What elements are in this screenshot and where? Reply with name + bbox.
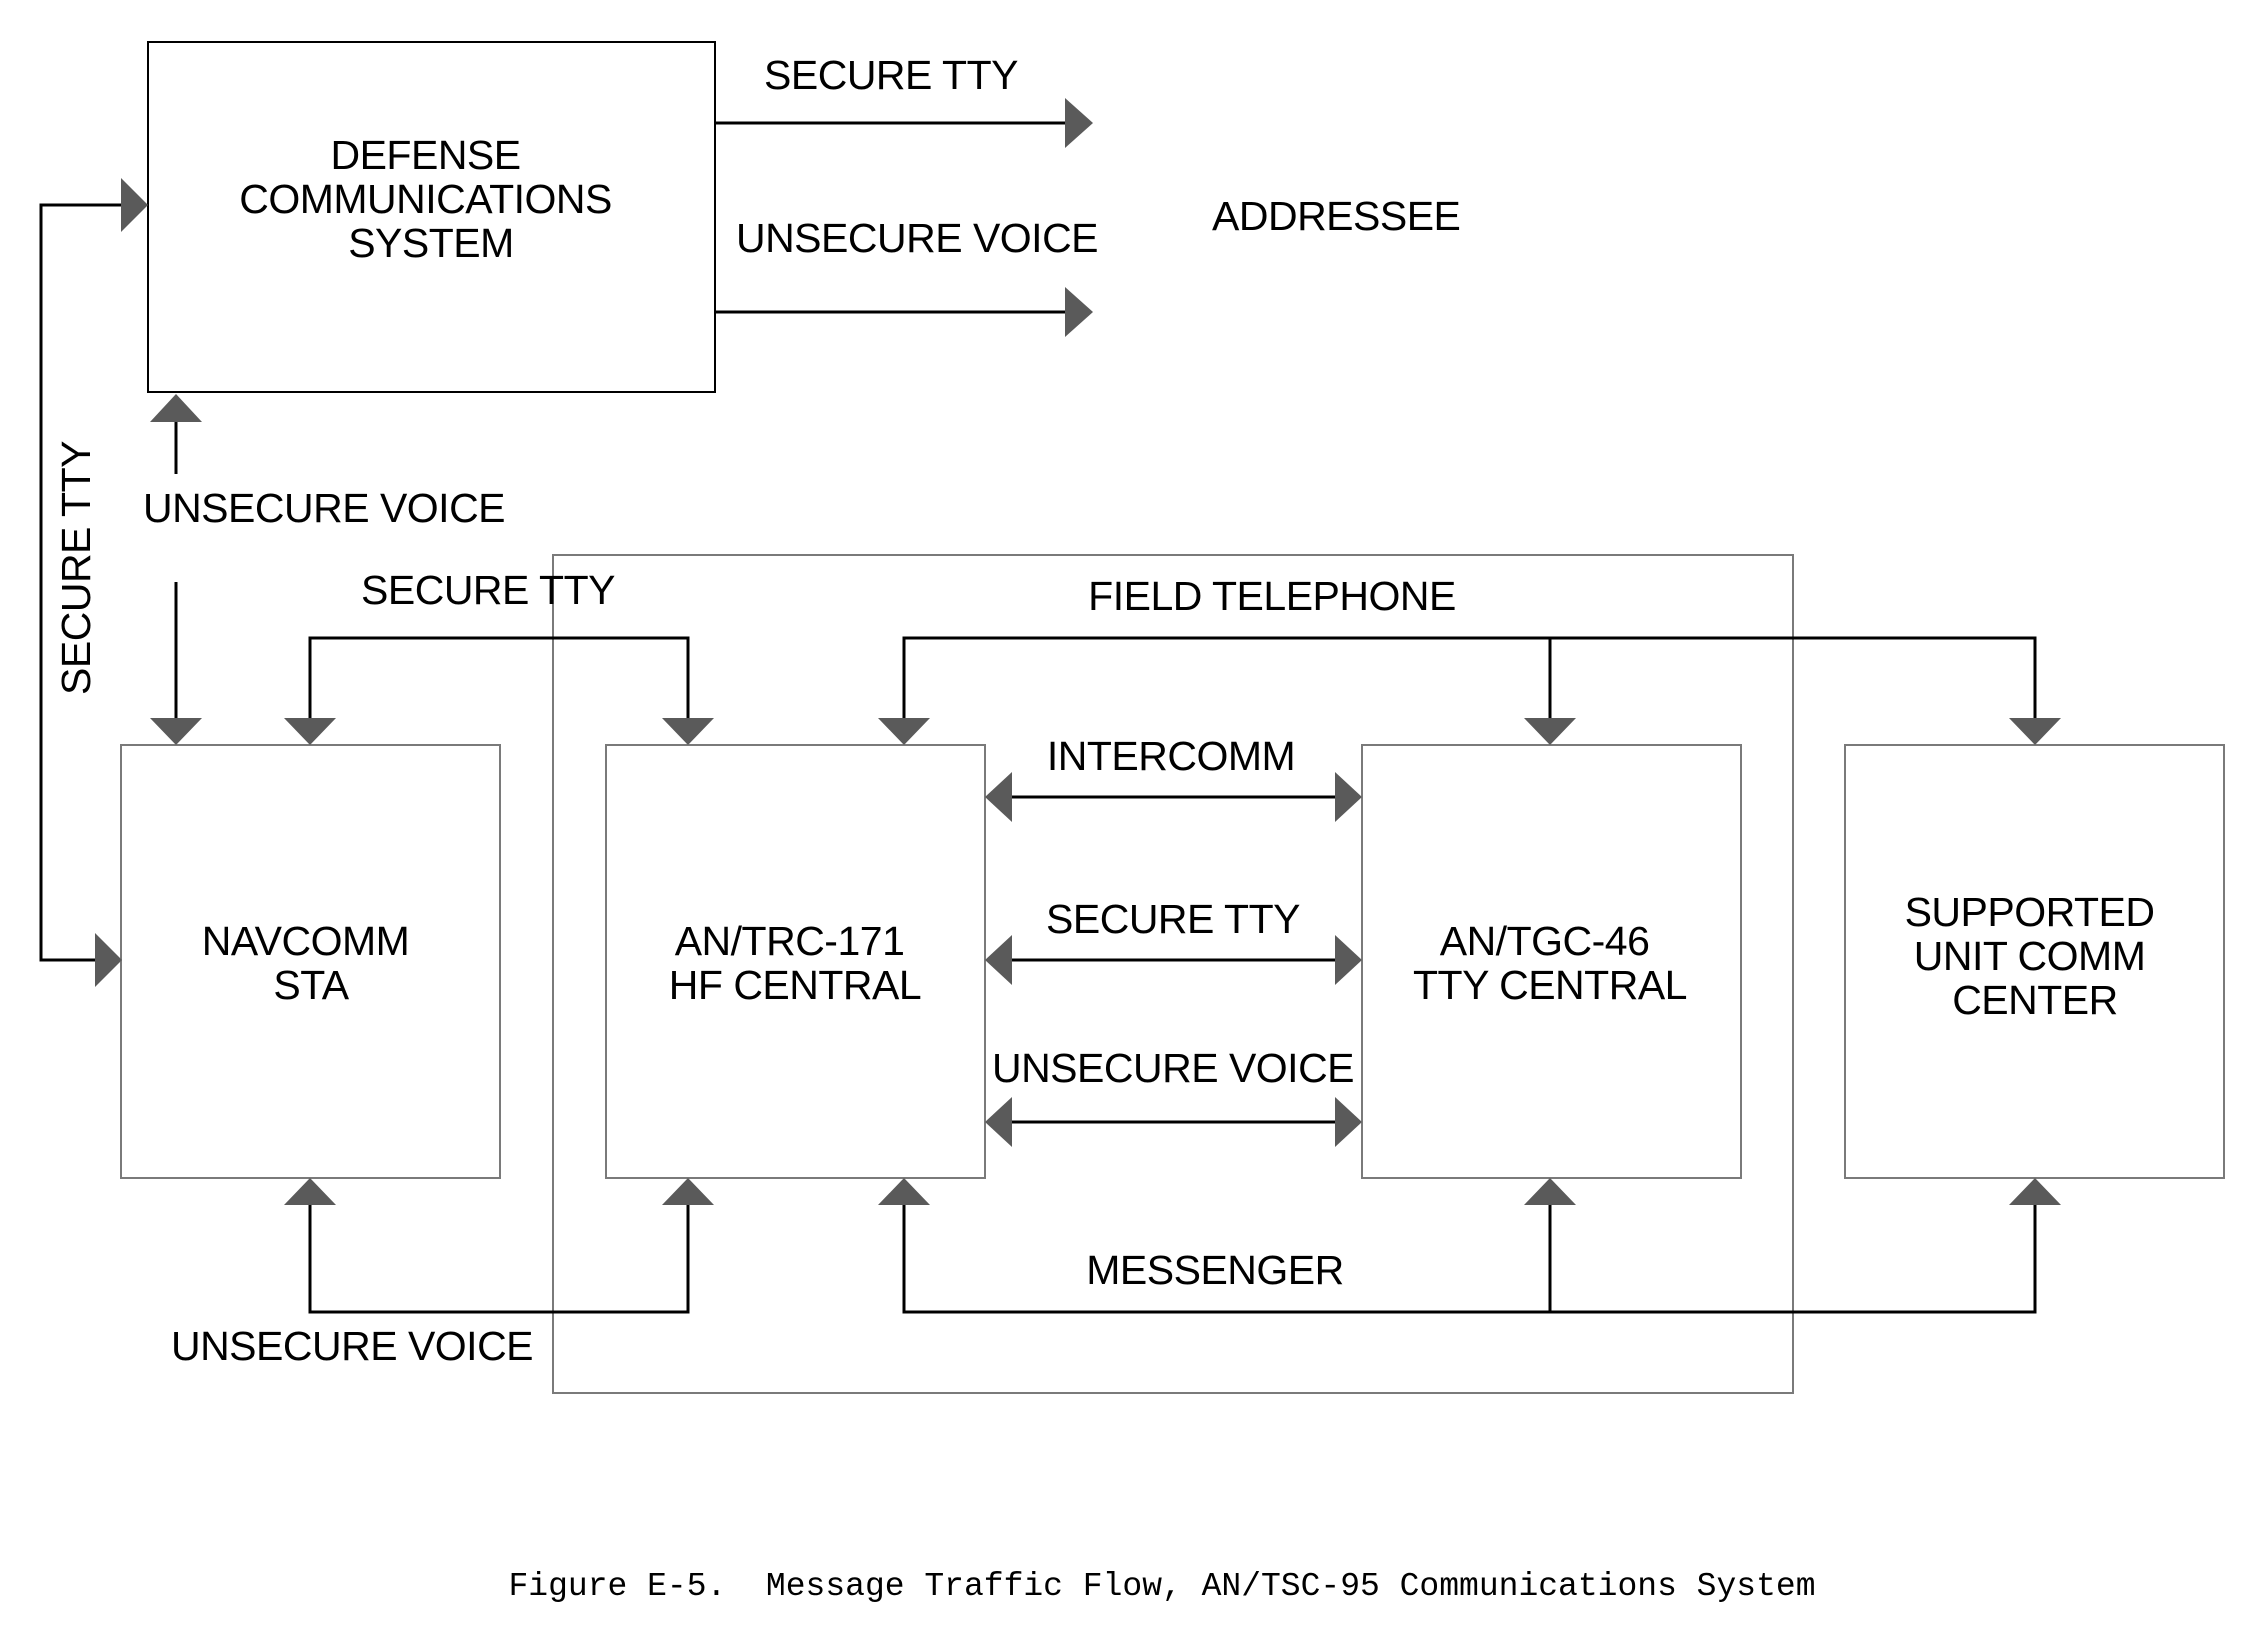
messenger-label: MESSENGER	[1086, 1247, 1344, 1293]
dcs-box	[147, 41, 716, 393]
intercomm-link	[985, 772, 1362, 822]
dcs-secure-tty-out-label: SECURE TTY	[764, 52, 1018, 98]
field-telephone-link	[878, 636, 2061, 745]
navcomm-secure-tty-label: SECURE TTY	[361, 567, 615, 613]
left-secure-tty-link	[39, 178, 148, 987]
supported-label-line-2: UNIT COMM	[1914, 933, 2146, 979]
dcs-unsecure-voice-out-label: UNSECURE VOICE	[736, 215, 1098, 261]
tgc46-box	[1361, 744, 1742, 1179]
supported-label-line-3: CENTER	[1952, 977, 2118, 1023]
messenger-link	[878, 1178, 2061, 1314]
dcs-label: DEFENSE COMMUNICATIONS SYSTEM	[239, 132, 623, 266]
navcomm-label-line-2: STA	[273, 962, 349, 1008]
field-telephone-label: FIELD TELEPHONE	[1088, 573, 1456, 619]
dcs-label-line-3: SYSTEM	[348, 220, 514, 266]
tgc46-label: AN/TGC-46 TTY CENTRAL	[1413, 918, 1687, 1008]
central-unsecure-voice-label: UNSECURE VOICE	[992, 1045, 1354, 1091]
supported-label: SUPPORTED UNIT COMM CENTER	[1905, 889, 2166, 1023]
tgc46-label-line-1: AN/TGC-46	[1440, 918, 1650, 964]
navcomm-box	[120, 744, 501, 1179]
tsc95-enclosure	[552, 554, 1794, 1394]
supported-box	[1844, 744, 2225, 1179]
central-unsecure-voice-link	[985, 1097, 1362, 1147]
navcomm-secure-tty-link	[284, 636, 714, 745]
navcomm-unsecure-voice-up-link	[150, 394, 202, 745]
trc171-label-line-1: AN/TRC-171	[675, 918, 905, 964]
dcs-label-line-2: COMMUNICATIONS	[239, 176, 612, 222]
dcs-label-line-1: DEFENSE	[330, 132, 520, 178]
figure-caption: Figure E-5. Message Traffic Flow, AN/TSC…	[508, 1568, 1815, 1605]
navcomm-label: NAVCOMM STA	[202, 918, 420, 1008]
central-secure-tty-label: SECURE TTY	[1046, 896, 1300, 942]
intercomm-label: INTERCOMM	[1047, 733, 1295, 779]
central-secure-tty-link	[985, 935, 1362, 985]
addressee-label: ADDRESSEE	[1212, 193, 1460, 239]
navcomm-label-line-1: NAVCOMM	[202, 918, 410, 964]
left-secure-tty-label: SECURE TTY	[53, 441, 99, 695]
dcs-secure-tty-out-arrow	[715, 98, 1093, 148]
trc171-label: AN/TRC-171 HF CENTRAL	[669, 918, 921, 1008]
bottom-unsecure-voice-label: UNSECURE VOICE	[171, 1323, 533, 1369]
tgc46-label-line-2: TTY CENTRAL	[1413, 962, 1687, 1008]
trc171-box	[605, 744, 986, 1179]
navcomm-unsecure-voice-up-label: UNSECURE VOICE	[143, 485, 505, 531]
bottom-unsecure-voice-link	[284, 1178, 714, 1314]
supported-label-line-1: SUPPORTED	[1905, 889, 2155, 935]
dcs-unsecure-voice-out-arrow	[715, 287, 1093, 337]
trc171-label-line-2: HF CENTRAL	[669, 962, 921, 1008]
